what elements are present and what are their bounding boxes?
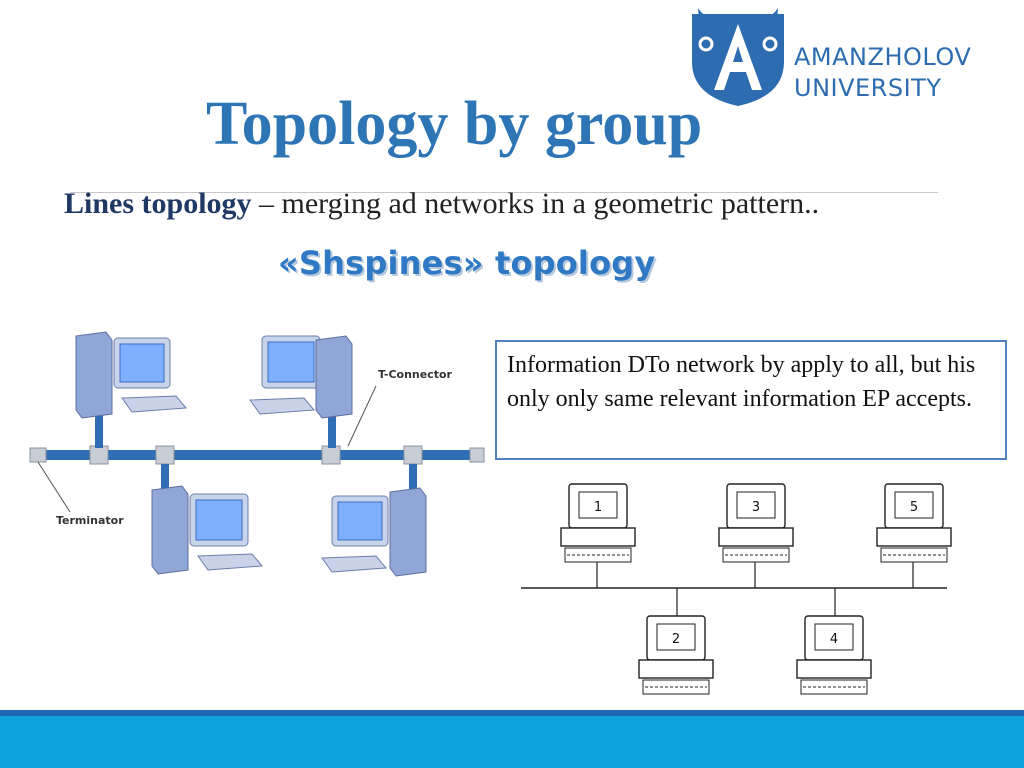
section-heading: «Shspines» topology (278, 244, 656, 282)
bus-topology-illustration: T-Connector Terminator (26, 326, 486, 606)
pc-number-3: 3 (752, 500, 760, 515)
t-connector-3 (321, 445, 341, 465)
subtitle: Lines topology – merging ad networks in … (64, 184, 819, 224)
t-connector-label: T-Connector (378, 368, 453, 381)
numbered-pc-4-icon: 4 (796, 615, 872, 695)
computer-2-icon (249, 335, 353, 419)
numbered-pc-2-icon: 2 (638, 615, 714, 695)
logo-line-1: AMANZHOLOV (794, 43, 972, 71)
pc-number-4: 4 (830, 632, 838, 647)
bus-cable (36, 450, 484, 460)
computer-3-icon (151, 485, 264, 575)
terminator-label: Terminator (56, 514, 124, 527)
title-divider (70, 192, 938, 193)
university-logo: AMANZHOLOV UNIVERSITY (686, 4, 1016, 108)
terminator-left (29, 447, 47, 463)
footer-bar (0, 716, 1024, 768)
pc-number-2: 2 (672, 632, 680, 647)
info-box: Information DTo network by apply to all,… (495, 340, 1007, 460)
numbered-pc-1-icon: 1 (560, 483, 636, 563)
numbered-bus-diagram: 1 3 5 2 (515, 468, 955, 708)
pc-number-5: 5 (910, 500, 918, 515)
t-connector-1 (89, 445, 109, 465)
subtitle-definition: – merging ad networks in a geometric pat… (251, 187, 820, 220)
terminator-pointer (37, 461, 71, 513)
logo-text: AMANZHOLOV UNIVERSITY (794, 42, 971, 104)
computer-4-icon (321, 487, 427, 577)
slide-title: Topology by group (206, 90, 703, 158)
pc-number-1: 1 (594, 500, 602, 515)
footer-accent-band (0, 710, 1024, 716)
numbered-pc-3-icon: 3 (718, 483, 794, 563)
subtitle-term: Lines topology (64, 187, 252, 220)
computer-1-icon (75, 331, 188, 419)
logo-line-2: UNIVERSITY (794, 74, 942, 102)
terminator-right (469, 447, 485, 463)
t-connector-4 (403, 445, 423, 465)
t-connector-2 (155, 445, 175, 465)
logo-emblem-icon (692, 8, 784, 106)
numbered-pc-5-icon: 5 (876, 483, 952, 563)
t-connector-pointer (347, 385, 377, 447)
